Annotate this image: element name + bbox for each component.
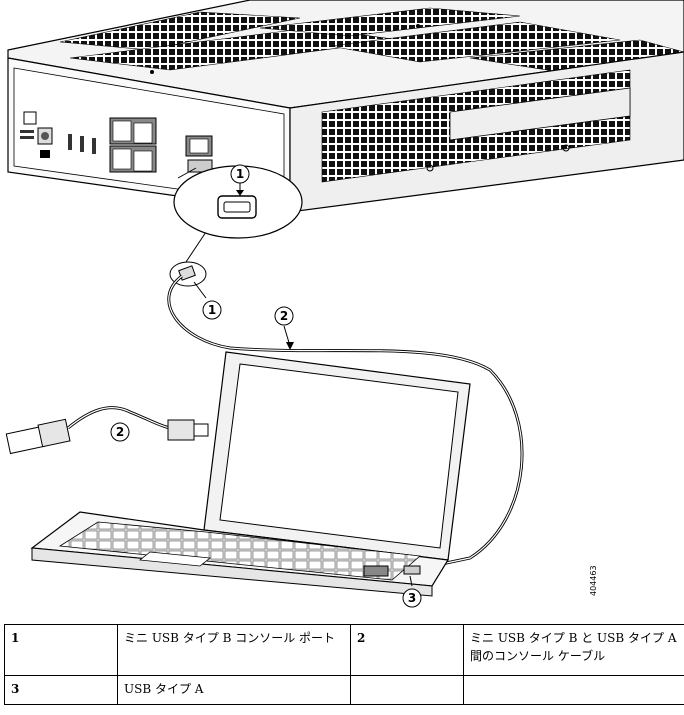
laptop — [32, 352, 470, 596]
legend-table: 1 ミニ USB タイプ B コンソール ポート 2 ミニ USB タイプ B … — [4, 624, 684, 705]
table-row: 1 ミニ USB タイプ B コンソール ポート 2 ミニ USB タイプ B … — [5, 625, 684, 676]
usb-cable-detached — [6, 408, 208, 454]
svg-text:2: 2 — [280, 309, 288, 323]
callout-1-port: 1 — [231, 165, 249, 183]
callout-1-connector: 1 — [203, 301, 221, 319]
svg-text:3: 3 — [408, 591, 416, 605]
legend-description — [464, 676, 684, 705]
device-chassis — [8, 0, 684, 212]
svg-text:1: 1 — [208, 303, 216, 317]
legend-number: 1 — [5, 625, 118, 676]
svg-text:1: 1 — [236, 167, 244, 181]
callout-3-usb-a: 3 — [403, 589, 421, 607]
legend-description: ミニ USB タイプ B と USB タイプ A 間のコンソール ケーブル — [464, 625, 684, 676]
figure-id: 404463 — [589, 565, 598, 596]
legend-description: ミニ USB タイプ B コンソール ポート — [118, 625, 351, 676]
legend-number: 3 — [5, 676, 118, 705]
svg-text:2: 2 — [116, 425, 124, 439]
callout-2-usb-cable: 2 — [111, 423, 129, 441]
legend-number — [351, 676, 464, 705]
connection-diagram: 1 1 2 2 3 404463 — [0, 0, 684, 612]
table-row: 3 USB タイプ A — [5, 676, 684, 705]
callout-2-cable: 2 — [275, 307, 293, 325]
legend-number: 2 — [351, 625, 464, 676]
legend-description: USB タイプ A — [118, 676, 351, 705]
